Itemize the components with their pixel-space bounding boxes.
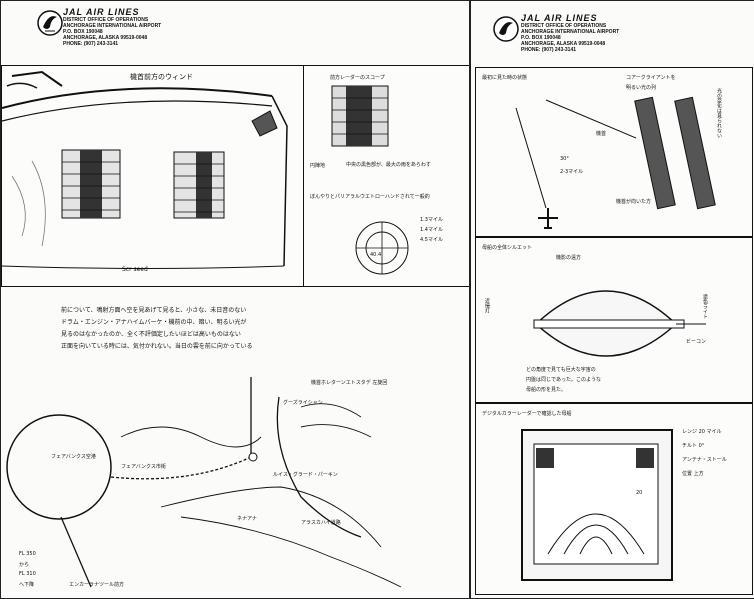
panel3-note-1: レンジ 20 マイル — [682, 429, 722, 435]
radar-sketch — [331, 85, 409, 275]
paragraph-line-3: 見るのはなかったのか、全く不評価定したいほどは高いものはない — [61, 331, 241, 338]
panel1-note-3: 機首 — [596, 131, 607, 137]
map-label-top: 機首ホレターンエトスタデ 左旋回 — [311, 380, 388, 386]
radar-caption: 前方レーダーのスコープ — [330, 75, 385, 81]
panel2-right-note: 塗色ライト — [702, 294, 708, 319]
panel2-caption-2: 円盤は同じであった。このような — [526, 377, 601, 383]
panel2-caption-3: 母船の形を見た。 — [526, 387, 567, 393]
airplane-icon — [538, 208, 558, 229]
left-report-page: JAL AIR LINES DISTRICT OFFICE OF OPERATI… — [0, 0, 470, 599]
right-report-page: JAL AIR LINES DISTRICT OFFICE OF OPERATI… — [470, 0, 754, 599]
radar-panel: 前方レーダーのスコープ 円陣地 中央の黒色部が、最大の雨をあらわす ぼんやりとパ… — [303, 65, 469, 287]
window-sketch — [2, 70, 288, 269]
altitude-4: へ下降 — [19, 582, 35, 588]
window-caption: 機首前方のウィンド — [130, 73, 193, 81]
map-label-road: アラスカハイ道路 — [301, 520, 341, 526]
panel2-left-note: 近接灯 — [484, 298, 490, 313]
map-label-spot: グーズライシャシ — [283, 400, 323, 406]
map-label-city: フェアバンクス市街 — [121, 464, 166, 470]
map-label-lower-right: ルイス・グラード・パーキン — [273, 472, 338, 478]
dial-note-3: 4.5マイル — [420, 237, 443, 243]
left-header: JAL AIR LINES DISTRICT OFFICE OF OPERATI… — [63, 7, 162, 47]
panel3-scale: 20 — [636, 490, 643, 496]
panel2-right-note-2: ビーコン — [686, 339, 707, 345]
panel2-title: 母船の全体シルエット — [482, 245, 533, 251]
paragraph-line-4: 正面を向いている時には、気付かれない。当日の雲を前に向かっている — [61, 343, 253, 350]
map-label-bottom: ネナアナ — [237, 516, 257, 522]
radar-note-3: ぼんやりとパリアラルウエトローハンドされて一般的 — [310, 194, 430, 200]
dial-value: 40.4 — [370, 252, 382, 258]
paragraph-line-2: ドラム・エンジン・アナハイムバーケ・機前の中、暗い、明るい光が — [61, 319, 247, 326]
radar-confirmation-panel: デジタルカラーレーダーで確認した母船 レンジ 20 マイル チルト 0° アンテ… — [475, 403, 753, 595]
initial-state-panel: 最初に見た時の状態 コアークライアントを 明るい光の列 機首 光の変化は見られな… — [475, 67, 753, 237]
dial-note-1: 1.3マイル — [420, 217, 443, 223]
window-view-panel: 機首前方のウィンド Scr seed — [1, 65, 305, 287]
panel1-dist: 2-3マイル — [560, 169, 584, 175]
panel1-angle: 30° — [560, 156, 569, 162]
ground-label: Scr seed — [122, 266, 148, 273]
panel3-note-3: アンテナ・ストール — [682, 457, 727, 463]
right-header: JAL AIR LINES DISTRICT OFFICE OF OPERATI… — [521, 13, 620, 53]
mothership-sketch — [533, 290, 706, 357]
flight-path-map — [6, 377, 402, 588]
panel2-subtitle: 機影の遠方 — [556, 255, 582, 261]
panel2-caption-1: どの角度で見ても巨大な宇宙の — [526, 367, 596, 373]
mothership-silhouette-panel: 母船の全体シルエット 機影の遠方 近接灯 塗色ライト ビーコン どの角度で見ても… — [475, 237, 753, 403]
panel3-note-4: 位置 上方 — [682, 471, 704, 477]
altitude-2: から — [19, 562, 30, 568]
radar-display-sketch — [521, 429, 673, 581]
initial-state-sketch — [515, 96, 716, 210]
panel1-bottom-note: 機首が向いた方 — [616, 199, 652, 205]
map-label-end: エンカーラナツール前方 — [69, 582, 125, 588]
map-label-fairbanks: フェアバンクス空港 — [51, 454, 96, 460]
panel1-note-1: コアークライアントを — [626, 75, 676, 81]
radar-note-2: 中央の黒色部が、最大の雨をあらわす — [346, 162, 431, 168]
dial-note-2: 1.4マイル — [420, 227, 443, 233]
altitude-3: FL 310 — [19, 571, 36, 577]
panel3-note-2: チルト 0° — [682, 443, 705, 449]
paragraph-line-1: 前について、鳴射方面へ空を見あげて見ると、小さな、未日音のない — [61, 307, 247, 314]
radar-note-1: 円陣地 — [310, 163, 326, 169]
crane-logo-icon — [493, 16, 519, 42]
crane-logo-icon — [37, 10, 63, 36]
panel1-title: 最初に見た時の状態 — [482, 75, 528, 81]
panel3-title: デジタルカラーレーダーで確認した母船 — [482, 411, 572, 417]
panel1-side-note: 光の変化は見られない — [716, 88, 722, 138]
altitude-1: FL 350 — [19, 551, 36, 557]
panel1-note-2: 明るい光の列 — [626, 85, 657, 91]
